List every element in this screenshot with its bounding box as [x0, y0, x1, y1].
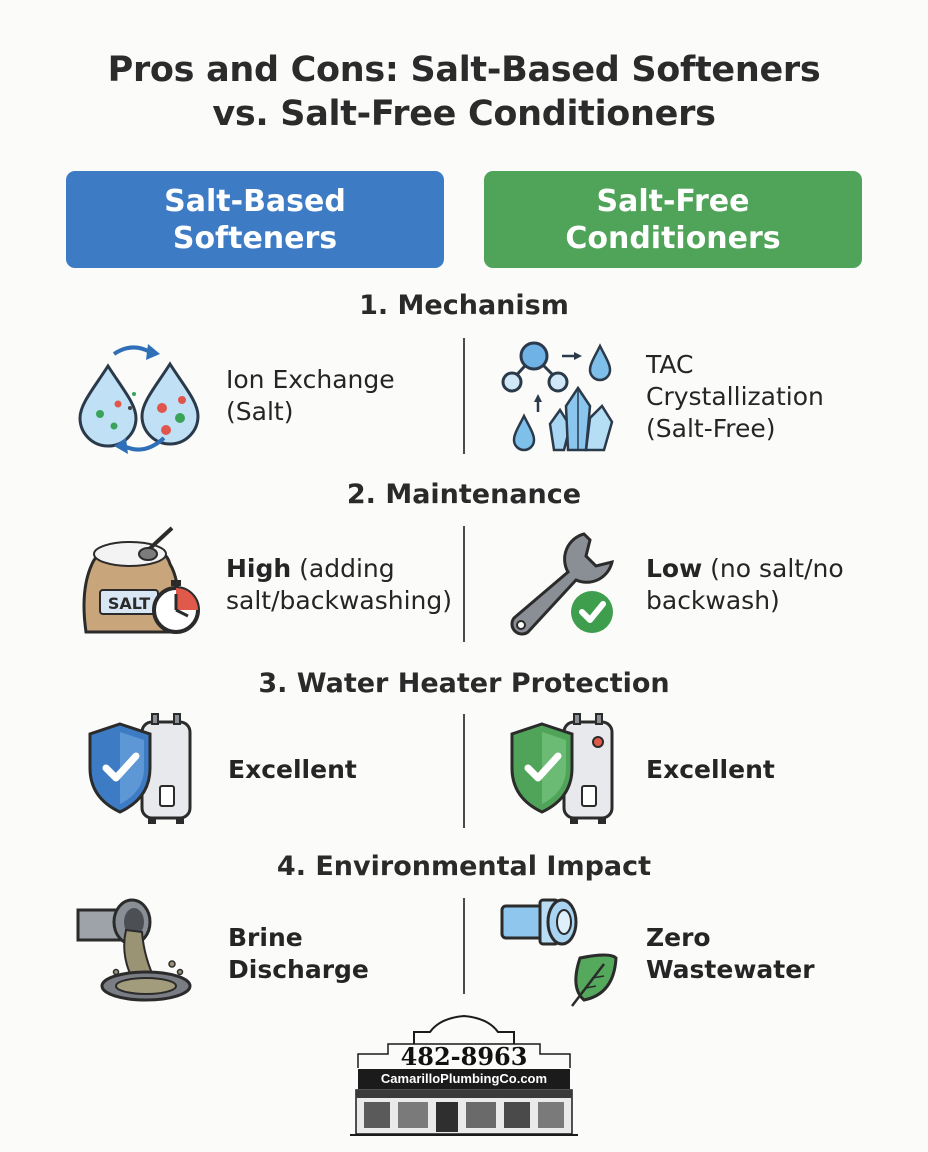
section-divider — [463, 898, 465, 994]
page-title-line2: vs. Salt-Free Conditioners — [212, 94, 716, 134]
maintenance-salt-based-level: High — [226, 554, 292, 583]
maintenance-salt-based-line2: salt/backwashing) — [226, 586, 452, 615]
salt-free-header: Salt-Free Conditioners — [484, 171, 862, 268]
salt-based-header: Salt-Based Softeners — [66, 171, 444, 268]
section-title-mechanism: 1. Mechanism — [359, 290, 569, 321]
page-title: Pros and Cons: Salt-Based Softeners vs. … — [0, 48, 928, 136]
mechanism-salt-free-line1: TAC — [646, 350, 694, 379]
section-divider — [463, 526, 465, 642]
logo-phone: 482-8963 — [400, 1042, 528, 1071]
maintenance-salt-based-detail: (adding — [291, 554, 395, 583]
wrench-check-icon — [510, 532, 615, 636]
section-title-environmental: 4. Environmental Impact — [276, 851, 652, 882]
environmental-salt-based-text: Brine Discharge — [228, 922, 369, 986]
salt-based-header-line1: Salt-Based — [164, 183, 346, 219]
salt-bag-label: SALT — [108, 594, 150, 613]
molecule-crystal-icon — [501, 341, 614, 452]
mechanism-salt-free-line2: Crystallization — [646, 382, 824, 411]
company-logo: 482-8963 CamarilloPlumbingCo.com — [348, 1014, 580, 1138]
salt-bag-timer-icon: SALT — [82, 526, 200, 634]
mechanism-salt-based-line2: (Salt) — [226, 397, 294, 426]
heater-salt-based-text: Excellent — [228, 755, 357, 784]
pipe-leaf-icon — [500, 898, 618, 1007]
mechanism-salt-free-line3: (Salt-Free) — [646, 414, 776, 443]
environmental-salt-based-line2: Discharge — [228, 955, 369, 984]
environmental-salt-free-text: Zero Wastewater — [646, 922, 815, 986]
salt-free-header-line2: Conditioners — [565, 220, 781, 256]
blue-shield-water-heater-icon — [88, 713, 192, 824]
salt-based-header-line2: Softeners — [172, 220, 338, 256]
mechanism-salt-based-line1: Ion Exchange — [226, 365, 395, 394]
green-shield-water-heater-icon — [510, 713, 614, 824]
storefront-drawing — [350, 1014, 578, 1136]
environmental-salt-based-line1: Brine — [228, 923, 303, 952]
maintenance-salt-free-detail: (no salt/no — [702, 554, 844, 583]
maintenance-salt-free-level: Low — [646, 554, 703, 583]
maintenance-salt-free-line2: backwash) — [646, 586, 780, 615]
salt-free-header-line1: Salt-Free — [596, 183, 750, 219]
logo-url: CamarilloPlumbingCo.com — [358, 1069, 570, 1089]
pipe-brine-discharge-icon — [76, 898, 192, 1002]
section-title-water-heater: 3. Water Heater Protection — [258, 668, 670, 699]
page-title-line1: Pros and Cons: Salt-Based Softeners — [107, 50, 821, 90]
maintenance-salt-based-text: High (adding salt/backwashing) — [226, 553, 452, 617]
section-title-maintenance: 2. Maintenance — [346, 479, 582, 510]
maintenance-salt-free-text: Low (no salt/no backwash) — [646, 553, 844, 617]
section-divider — [463, 338, 465, 454]
water-drops-ion-exchange-icon — [78, 344, 200, 454]
heater-salt-free-text: Excellent — [646, 755, 775, 784]
section-divider — [463, 714, 465, 828]
mechanism-salt-free-text: TAC Crystallization (Salt-Free) — [646, 349, 824, 445]
environmental-salt-free-line2: Wastewater — [646, 955, 815, 984]
environmental-salt-free-line1: Zero — [646, 923, 711, 952]
mechanism-salt-based-text: Ion Exchange (Salt) — [226, 364, 395, 428]
